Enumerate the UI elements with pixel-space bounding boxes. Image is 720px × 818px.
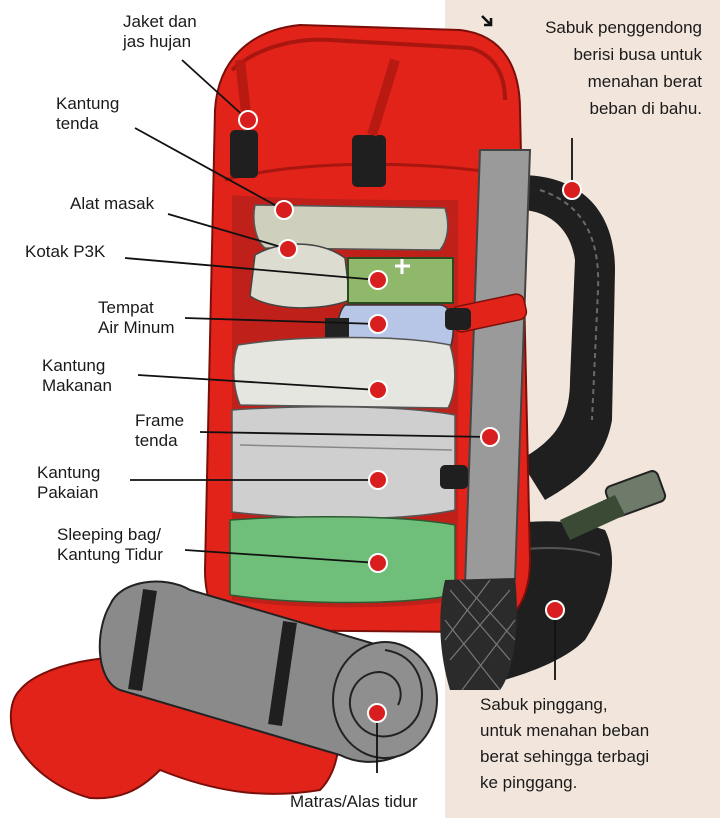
label-sabuk-pinggang: Sabuk pinggang, untuk menahan beban bera… [480,695,650,792]
label-tempat-air: Tempat Air Minum [98,298,175,337]
callout-dots [238,110,582,723]
label-alat-masak: Alat masak [70,194,155,213]
label-kotak-p3k: Kotak P3K [25,242,106,261]
label-jaket: Jaket dan jas hujan [123,12,197,51]
label-matras: Matras/Alas tidur [290,792,418,811]
tent-bag [253,204,449,251]
first-aid-box [347,257,454,304]
mesh-pocket [440,578,517,690]
label-sleeping-bag: Sleeping bag/ Kantung Tidur [57,525,163,564]
sleeping-bag [229,515,456,604]
label-kantung-makanan: Kantung Makanan [42,356,112,395]
label-sabuk-penggendong: Sabuk penggendong berisi busa untuk mena… [545,18,702,118]
down-right-arrow-icon [481,15,493,27]
clothes-bag [231,405,456,520]
food-bag [233,336,456,409]
label-frame-tenda: Frame tenda [135,411,185,450]
label-kantung-pakaian: Kantung Pakaian [37,463,101,502]
shoulder-strap [520,175,615,500]
label-kantung-tenda: Kantung tenda [56,94,120,133]
